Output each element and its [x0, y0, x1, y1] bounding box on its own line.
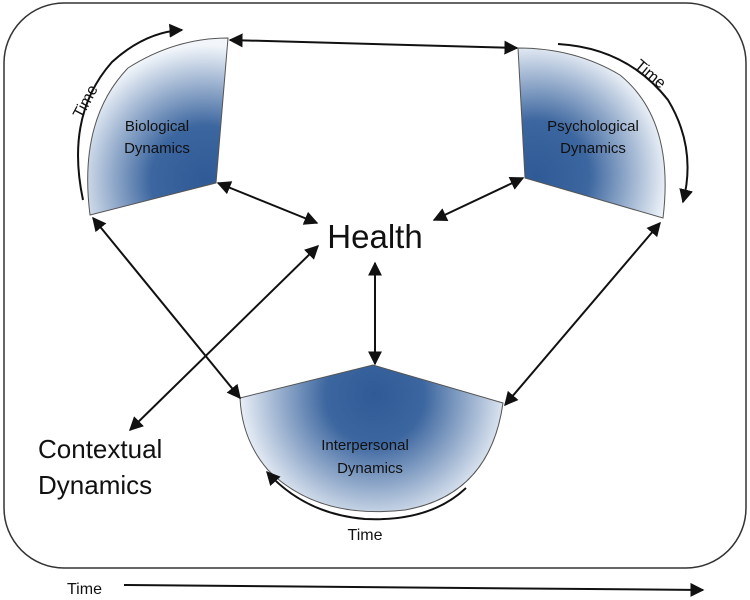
- biological-time-arrow: [77, 23, 184, 201]
- psychological-label-line1: Psychological: [547, 118, 639, 135]
- contextual-label-line2: Dynamics: [38, 470, 152, 500]
- biological-label-line1: Biological: [125, 118, 189, 135]
- psychological-time-arrow: [557, 43, 693, 204]
- biological-label-line2: Dynamics: [124, 140, 190, 157]
- biological-dynamics-segment: [87, 37, 229, 216]
- interpersonal-label-line2: Dynamics: [337, 460, 403, 477]
- arrow-contextual-health: [128, 245, 320, 431]
- interpersonal-time-label: Time: [348, 527, 383, 544]
- health-label: Health: [327, 218, 422, 255]
- psychological-label-line2: Dynamics: [560, 140, 626, 157]
- timeline-arrow: [123, 582, 705, 597]
- interpersonal-time-arrow: [266, 470, 467, 521]
- timeline-label: Time: [67, 581, 102, 598]
- interpersonal-label-line1: Interpersonal: [321, 437, 409, 454]
- arrow-biological-psychological: [228, 33, 519, 55]
- arrow-psychological-interpersonal: [504, 221, 661, 407]
- psychological-dynamics-segment: [517, 47, 666, 219]
- arrow-biological-health: [216, 181, 319, 225]
- contextual-label-line1: Contextual: [38, 434, 162, 464]
- arrow-psychological-health: [432, 177, 525, 221]
